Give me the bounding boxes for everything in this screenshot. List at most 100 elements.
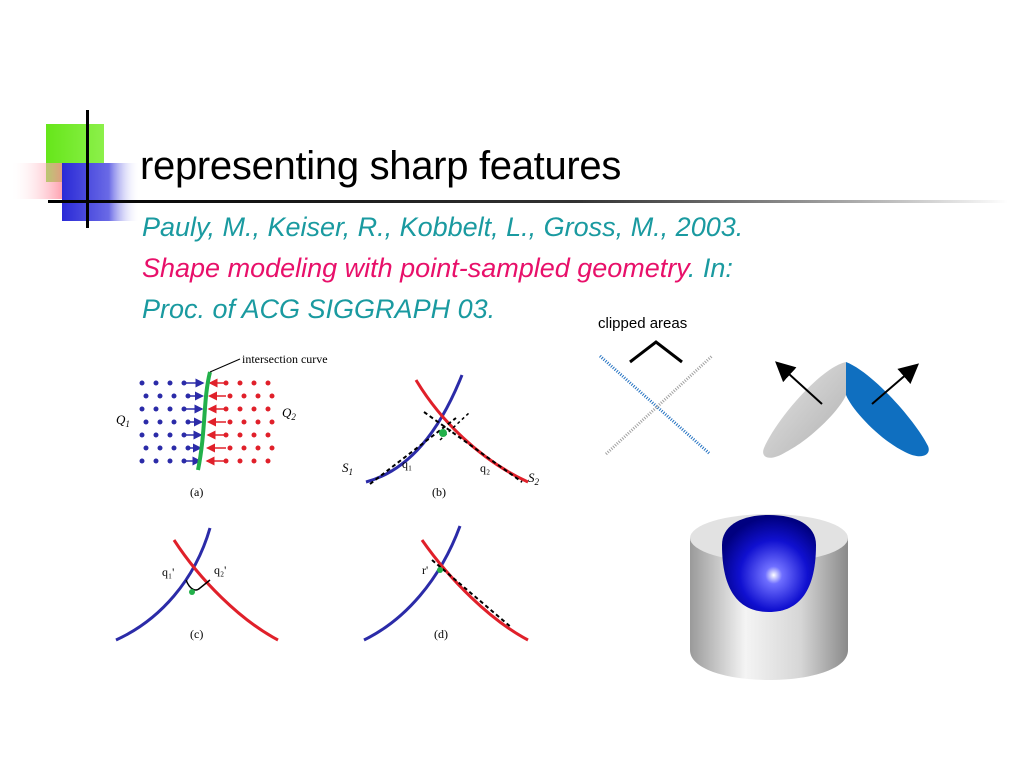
point-blue — [143, 445, 149, 451]
point-blue — [171, 445, 177, 451]
arrow-icon — [871, 363, 920, 405]
tangent-2 — [423, 411, 523, 483]
citation-paper-title: Shape modeling with point-sampled geomet… — [142, 253, 688, 283]
point-red — [237, 432, 243, 438]
projection-c — [185, 579, 211, 591]
q1-label: Q1 — [116, 412, 130, 429]
point-red — [227, 393, 233, 399]
point-red — [269, 445, 275, 451]
panel-a: intersection curve Q1 Q2 (a) — [116, 352, 328, 499]
point-blue — [181, 432, 187, 438]
sphere-icon — [722, 515, 816, 612]
point-red — [265, 380, 271, 386]
gray-plane-line — [604, 354, 714, 456]
clipped-caret — [629, 340, 683, 364]
point-red — [251, 380, 257, 386]
point-red — [255, 445, 261, 451]
point-red — [265, 406, 271, 412]
panel-d-label: (d) — [434, 627, 448, 641]
point-blue — [139, 458, 145, 464]
point-red — [251, 432, 257, 438]
point-blue — [153, 458, 159, 464]
b-q1-label: q₁ — [402, 457, 412, 471]
b-q2-label: q₂ — [480, 461, 490, 475]
citation-in-label: . In: — [687, 253, 733, 283]
point-blue — [167, 380, 173, 386]
slide-title: representing sharp features — [140, 144, 622, 188]
deco-vertical-line — [86, 110, 89, 228]
blue-ellipse-half — [846, 362, 929, 457]
point-blue — [139, 380, 145, 386]
point-red — [269, 419, 275, 425]
point-red — [265, 458, 271, 464]
curve-red-d — [420, 539, 529, 642]
point-red — [241, 419, 247, 425]
panel-c: q₁' q₂' (c) — [115, 527, 279, 642]
callout-label: intersection curve — [242, 352, 328, 366]
panel-a-points — [139, 378, 275, 466]
deco-horizontal-line — [48, 200, 1008, 203]
point-blue — [181, 380, 187, 386]
point-blue — [139, 432, 145, 438]
citation-venue: Proc. of ACG SIGGRAPH 03. — [142, 294, 496, 324]
clipped-areas-label: clipped areas — [598, 315, 687, 332]
point-red — [251, 458, 257, 464]
intersection-point-c — [189, 589, 195, 595]
point-blue — [181, 406, 187, 412]
curve-red-c — [172, 539, 279, 642]
cylinder-sphere-figure — [690, 514, 848, 680]
point-blue — [181, 458, 187, 464]
intersection-point-d — [437, 567, 443, 573]
point-blue — [153, 432, 159, 438]
point-blue — [157, 445, 163, 451]
point-blue — [143, 419, 149, 425]
point-red — [237, 406, 243, 412]
d-r-label: r' — [422, 563, 428, 577]
point-blue — [171, 419, 177, 425]
q2-label: Q2 — [282, 405, 296, 422]
curve-blue-c — [115, 527, 212, 642]
c-q1-label: q₁' — [162, 565, 174, 579]
citation-authors: Pauly, M., Keiser, R., Kobbelt, L., Gros… — [142, 212, 744, 242]
point-red — [255, 393, 261, 399]
arrow-icon — [775, 361, 823, 405]
gray-ellipse-half — [763, 362, 846, 458]
point-blue — [167, 458, 173, 464]
tangent-1 — [369, 417, 457, 485]
panel-b-label: (b) — [432, 485, 446, 499]
citation: Pauly, M., Keiser, R., Kobbelt, L., Gros… — [142, 207, 942, 330]
blue-plane-line — [599, 354, 711, 456]
curve-blue-d — [363, 525, 462, 642]
point-red — [269, 393, 275, 399]
point-red — [241, 445, 247, 451]
point-red — [227, 445, 233, 451]
point-blue — [157, 419, 163, 425]
point-blue — [157, 393, 163, 399]
dashed-d — [431, 559, 513, 629]
panel-d: r' (d) — [363, 525, 529, 642]
slide-corner-decoration — [12, 110, 1008, 228]
ellipses-figure — [763, 361, 929, 458]
intersection-point-b — [439, 429, 447, 437]
intersection-curve — [196, 371, 212, 471]
point-blue — [167, 406, 173, 412]
panel-c-label: (c) — [190, 627, 203, 641]
point-red — [265, 432, 271, 438]
point-red — [237, 458, 243, 464]
point-blue — [153, 380, 159, 386]
point-blue — [171, 393, 177, 399]
point-red — [237, 380, 243, 386]
deco-blue-bar — [62, 163, 140, 221]
clipped-areas-figure: clipped areas — [598, 315, 714, 456]
s2-label: S2 — [528, 470, 540, 487]
point-blue — [167, 432, 173, 438]
point-red — [227, 419, 233, 425]
point-blue — [139, 406, 145, 412]
s1-label: S1 — [342, 460, 353, 477]
point-red — [251, 406, 257, 412]
point-red — [255, 419, 261, 425]
point-blue — [143, 393, 149, 399]
callout-line — [209, 358, 241, 373]
panel-a-label: (a) — [190, 485, 203, 499]
point-red — [241, 393, 247, 399]
